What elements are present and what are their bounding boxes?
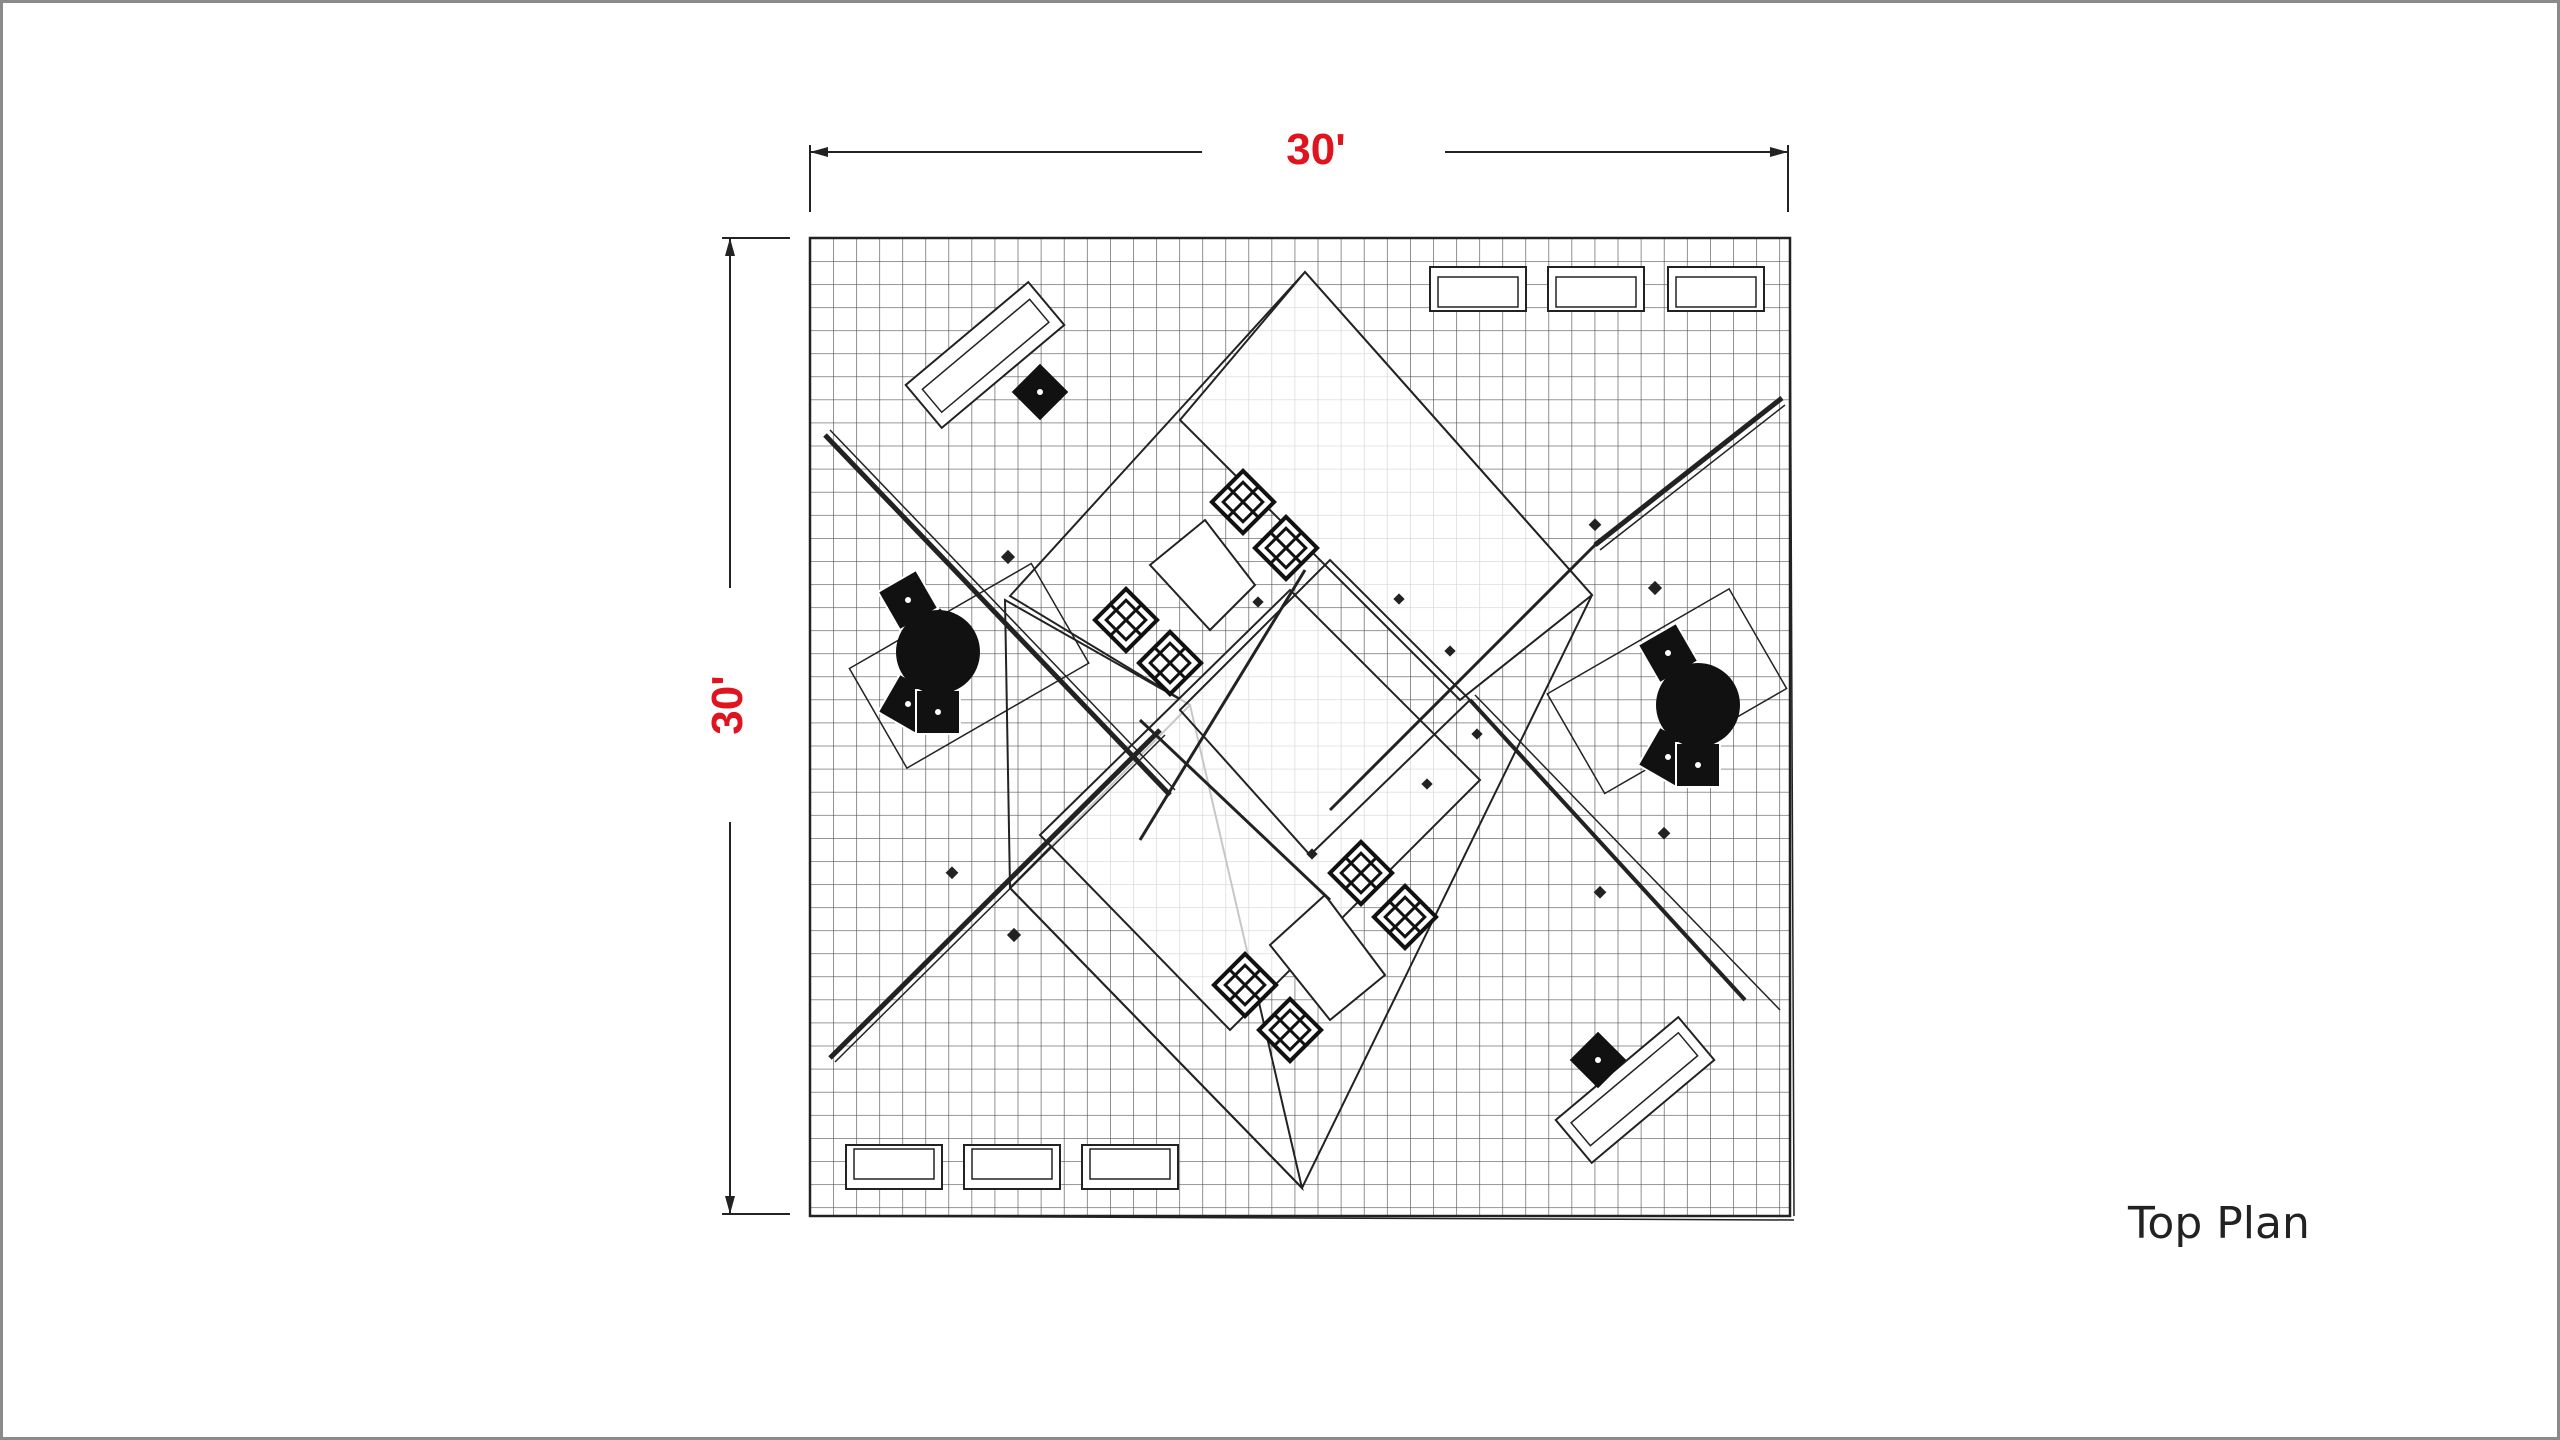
display-cube xyxy=(1256,996,1324,1064)
display-cube xyxy=(1211,951,1279,1019)
display-cube xyxy=(1327,839,1395,907)
end-table-bottom-right xyxy=(1569,1031,1627,1089)
armchairs-top-right xyxy=(1429,266,1765,312)
display-cube xyxy=(1252,514,1320,582)
sofa-top-left xyxy=(904,280,1066,430)
display-cube xyxy=(1136,629,1204,697)
display-cube xyxy=(1092,586,1160,654)
armchairs-bottom-left xyxy=(845,1144,1179,1190)
display-cubes xyxy=(1092,468,1439,1064)
width-dimension: 30' xyxy=(809,125,1789,212)
round-table-left xyxy=(848,562,1090,770)
depth-label: 30' xyxy=(703,675,752,734)
end-table-top-left xyxy=(1011,363,1069,421)
display-cube xyxy=(1209,468,1277,536)
diamond-structure xyxy=(823,270,1786,1192)
depth-dimension: 30' xyxy=(703,237,790,1215)
width-label: 30' xyxy=(1286,125,1345,174)
display-cube xyxy=(1371,883,1439,951)
plan-caption: Top Plan xyxy=(2128,1198,2310,1249)
round-table-right xyxy=(1546,587,1788,795)
